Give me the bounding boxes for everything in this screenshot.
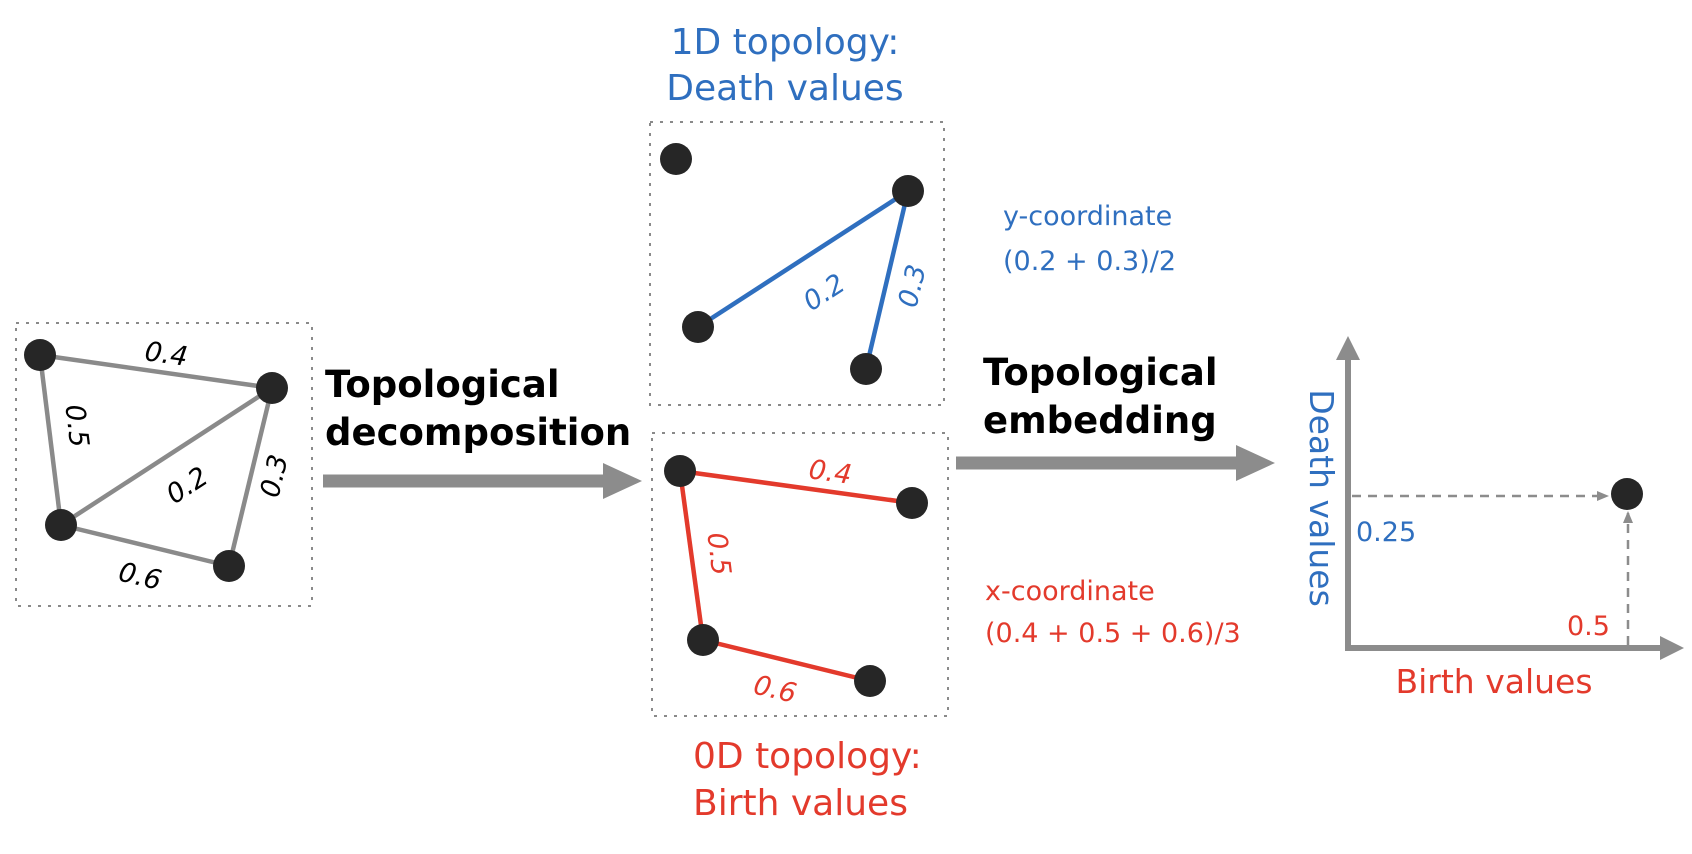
input-edge bbox=[226, 387, 275, 567]
edge-label: 0.3 bbox=[255, 452, 295, 501]
graph-node bbox=[682, 311, 714, 343]
one-d-topology: 1D topology: Death values 0.2 0.3 y-coor… bbox=[649, 22, 1176, 406]
edge-label: 0.2 bbox=[161, 461, 214, 510]
zero-d-topology: 0.4 0.5 0.6 x-coordinate (0.4 + 0.5 + 0.… bbox=[651, 432, 1241, 824]
edge-label: 0.2 bbox=[798, 268, 851, 317]
embedding-label-line2: embedding bbox=[983, 399, 1217, 442]
zero-d-note-line2: (0.4 + 0.5 + 0.6)/3 bbox=[985, 618, 1241, 649]
one-d-box bbox=[649, 121, 945, 406]
decomposition-arrow-head bbox=[603, 463, 642, 499]
x-value-label: 0.5 bbox=[1567, 611, 1610, 642]
one-d-edge bbox=[863, 190, 911, 370]
embedding-plot: 0.25 0.5 Death values Birth values bbox=[1302, 336, 1684, 701]
one-d-edge bbox=[696, 189, 910, 329]
graph-node bbox=[24, 339, 56, 371]
one-d-note-line2: (0.2 + 0.3)/2 bbox=[1003, 246, 1176, 277]
graph-node bbox=[687, 624, 719, 656]
embedding-label-line1: Topological bbox=[983, 351, 1218, 394]
zero-d-edge bbox=[677, 470, 706, 641]
graph-node bbox=[850, 353, 882, 385]
edge-label: 0.4 bbox=[807, 454, 854, 491]
graph-node bbox=[896, 487, 928, 519]
graph-node bbox=[854, 665, 886, 697]
decomposition-arrow: Topological decomposition bbox=[323, 363, 642, 499]
input-edge bbox=[59, 386, 274, 527]
embedded-point bbox=[1611, 478, 1643, 510]
zero-d-title-line2: Birth values bbox=[693, 783, 908, 824]
graph-node bbox=[664, 455, 696, 487]
zero-d-note-line1: x-coordinate bbox=[985, 576, 1155, 607]
edge-label: 0.6 bbox=[750, 670, 799, 710]
x-axis-label: Birth values bbox=[1395, 662, 1592, 701]
y-value-label: 0.25 bbox=[1356, 517, 1416, 548]
embedding-arrow-head bbox=[1236, 445, 1275, 481]
embedding-arrow: Topological embedding bbox=[956, 351, 1275, 481]
graph-node bbox=[45, 509, 77, 541]
edge-label: 0.6 bbox=[115, 557, 164, 597]
graph-node bbox=[256, 372, 288, 404]
x-axis-arrowhead bbox=[1660, 636, 1684, 660]
input-edge bbox=[60, 522, 230, 569]
one-d-note-line1: y-coordinate bbox=[1003, 201, 1172, 232]
decomposition-label-line1: Topological bbox=[325, 363, 560, 406]
edge-label: 0.4 bbox=[143, 336, 190, 373]
one-d-title-line1: 1D topology: bbox=[671, 22, 900, 63]
input-edge bbox=[37, 354, 64, 526]
edge-label: 0.3 bbox=[893, 262, 933, 311]
decomposition-label-line2: decomposition bbox=[325, 411, 631, 454]
one-d-title-line2: Death values bbox=[666, 68, 903, 109]
graph-node bbox=[660, 143, 692, 175]
input-edge bbox=[39, 352, 273, 391]
zero-d-edge bbox=[679, 468, 913, 506]
graph-node bbox=[892, 175, 924, 207]
graph-node bbox=[213, 550, 245, 582]
edge-label: 0.5 bbox=[58, 403, 94, 449]
input-graph: 0.4 0.5 0.2 0.3 0.6 bbox=[15, 322, 313, 607]
edge-label: 0.5 bbox=[700, 531, 736, 577]
zero-d-title-line1: 0D topology: bbox=[693, 736, 922, 777]
y-axis-label: Death values bbox=[1302, 389, 1341, 607]
zero-d-edge bbox=[702, 637, 871, 684]
y-axis-arrowhead bbox=[1336, 336, 1360, 360]
